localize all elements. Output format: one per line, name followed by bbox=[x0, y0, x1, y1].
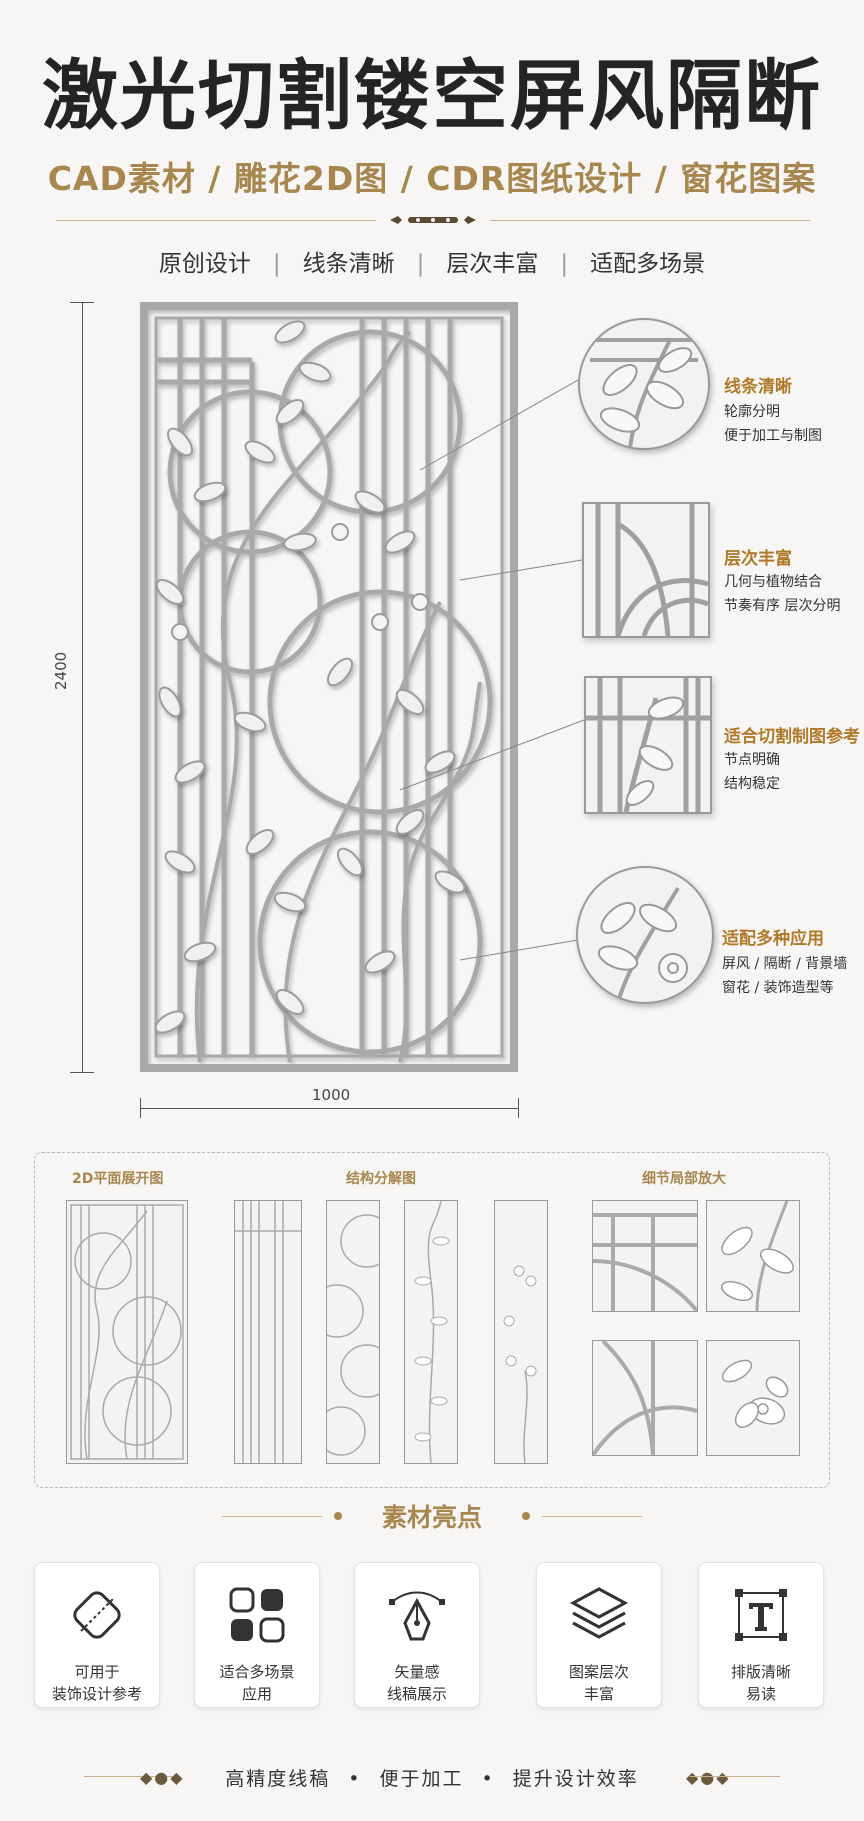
feature-strip: 原创设计 | 线条清晰 | 层次丰富 | 适配多场景 bbox=[0, 244, 864, 278]
layers-icon bbox=[569, 1587, 629, 1639]
highlight-card: 矢量感线稿展示 bbox=[354, 1562, 480, 1708]
callout-leader-lines bbox=[399, 379, 585, 961]
grid-squares-icon bbox=[229, 1587, 285, 1643]
header-divider-left bbox=[56, 220, 376, 221]
callout-text: 轮廓分明 便于加工与制图 bbox=[724, 400, 822, 448]
diamond-pattern-icon bbox=[73, 1591, 121, 1639]
callout-title: 适合切割制图参考 bbox=[724, 727, 860, 747]
detail-zoom-lines bbox=[578, 318, 710, 450]
header-ornament bbox=[388, 212, 478, 228]
structure-layer-vines bbox=[404, 1200, 458, 1464]
callout-text: 几何与植物结合 节奏有序 层次分明 bbox=[724, 570, 840, 618]
width-dimension-cap-left bbox=[140, 1098, 141, 1118]
width-dimension-line bbox=[140, 1108, 518, 1109]
highlights-title: 素材亮点 bbox=[381, 1503, 482, 1532]
feature-item: 线条清晰 bbox=[302, 251, 395, 277]
callout-line: 屏风 / 隔断 / 背景墙 bbox=[722, 956, 848, 972]
highlights-divider-right bbox=[542, 1516, 642, 1517]
highlight-card-label: 图案层次丰富 bbox=[568, 1663, 629, 1703]
height-dimension-cap-top bbox=[70, 302, 94, 303]
callout-text: 屏风 / 隔断 / 背景墙 窗花 / 装饰造型等 bbox=[722, 952, 847, 1000]
callout-line: 轮廓分明 bbox=[724, 404, 780, 420]
callout-title: 层次丰富 bbox=[724, 549, 792, 569]
breakdown-panel bbox=[34, 1152, 830, 1488]
detail-zoom-flowers bbox=[576, 866, 714, 1004]
footer-separator: • bbox=[481, 1768, 495, 1790]
screen-pattern-svg bbox=[140, 302, 518, 1072]
header-divider-right bbox=[490, 220, 810, 221]
highlights-dot-right bbox=[522, 1512, 530, 1520]
plan-thumbnail bbox=[66, 1200, 188, 1464]
section-label-structure: 结构分解图 bbox=[346, 1171, 416, 1187]
page-title: 激光切割镂空屏风隔断 bbox=[42, 51, 822, 140]
detail-thumb-flower bbox=[706, 1340, 800, 1456]
feature-item: 原创设计 bbox=[158, 251, 251, 277]
callout-line: 窗花 / 装饰造型等 bbox=[722, 980, 834, 996]
highlight-card: 图案层次丰富 bbox=[536, 1562, 662, 1708]
callout-title: 适配多种应用 bbox=[722, 929, 824, 949]
section-label-detail: 细节局部放大 bbox=[642, 1171, 726, 1187]
footer-divider-left bbox=[84, 1776, 174, 1777]
structure-layer-frame bbox=[234, 1200, 302, 1464]
footer-tagline: 高精度线稿 • 便于加工 • 提升设计效率 bbox=[0, 1764, 864, 1791]
callout-title: 线条清晰 bbox=[724, 377, 792, 397]
detail-zoom-layers bbox=[582, 502, 710, 638]
structure-layer-flowers bbox=[494, 1200, 548, 1464]
highlight-card-label: 可用于装饰设计参考 bbox=[51, 1663, 142, 1703]
section-label-plan: 2D平面展开图 bbox=[72, 1171, 164, 1187]
footer-separator: • bbox=[348, 1768, 362, 1790]
text-box-icon bbox=[735, 1589, 787, 1641]
height-dimension-line bbox=[82, 302, 83, 1072]
highlight-card-label: 矢量感线稿展示 bbox=[386, 1663, 447, 1703]
detail-thumb-grid bbox=[592, 1200, 698, 1312]
callout-line: 几何与植物结合 bbox=[724, 574, 822, 590]
footer-item: 提升设计效率 bbox=[512, 1768, 639, 1790]
callout-line: 便于加工与制图 bbox=[724, 428, 822, 444]
structure-layer-circles bbox=[326, 1200, 380, 1464]
footer-ornament-left: ◆●◆ bbox=[140, 1768, 185, 1787]
width-dimension-cap-right bbox=[518, 1098, 519, 1118]
footer-item: 高精度线稿 bbox=[225, 1768, 331, 1790]
width-dimension-label: 1000 bbox=[312, 1086, 351, 1104]
height-dimension-cap-bottom bbox=[70, 1072, 94, 1073]
feature-separator: | bbox=[416, 251, 425, 277]
footer-item: 便于加工 bbox=[379, 1768, 464, 1790]
feature-separator: | bbox=[272, 251, 281, 277]
detail-zoom-nodes bbox=[584, 676, 712, 814]
highlight-card: 适合多场景应用 bbox=[194, 1562, 320, 1708]
callout-line: 节奏有序 层次分明 bbox=[724, 598, 841, 614]
callout-text: 节点明确 结构稳定 bbox=[724, 748, 780, 796]
footer-divider-right bbox=[690, 1776, 780, 1777]
detail-thumb-leaves bbox=[706, 1200, 800, 1312]
pen-tool-icon bbox=[389, 1591, 445, 1641]
feature-separator: | bbox=[560, 251, 569, 277]
callout-line: 结构稳定 bbox=[724, 776, 780, 792]
page-subtitle: CAD素材 / 雕花2D图 / CDR图纸设计 / 窗花图案 bbox=[47, 159, 817, 198]
detail-thumb-arcs bbox=[592, 1340, 698, 1456]
highlights-divider-left bbox=[222, 1516, 322, 1517]
highlight-card: 可用于装饰设计参考 bbox=[34, 1562, 160, 1708]
feature-item: 适配多场景 bbox=[590, 251, 706, 277]
callout-line: 节点明确 bbox=[724, 752, 780, 768]
highlight-card-label: 排版清晰易读 bbox=[730, 1663, 791, 1703]
feature-item: 层次丰富 bbox=[446, 251, 539, 277]
highlight-card-label: 适合多场景应用 bbox=[219, 1663, 295, 1703]
highlights-dot-left bbox=[334, 1512, 342, 1520]
screen-panel bbox=[140, 302, 518, 1072]
highlight-card: 排版清晰易读 bbox=[698, 1562, 824, 1708]
footer-ornament-right: ◆●◆ bbox=[686, 1768, 731, 1787]
